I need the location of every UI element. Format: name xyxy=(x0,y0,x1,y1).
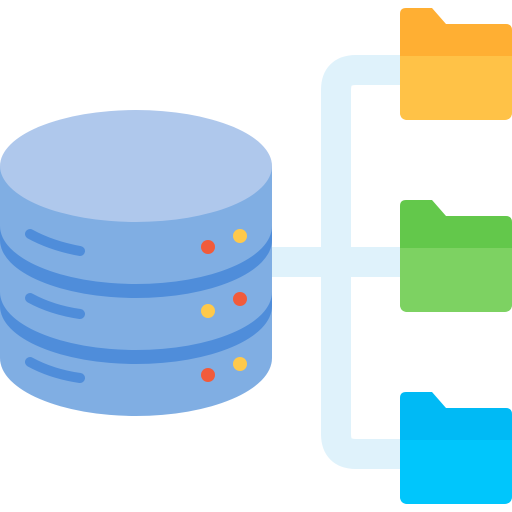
database-band-1 xyxy=(0,226,272,298)
database-server-icon xyxy=(0,110,272,416)
indicator-red-3 xyxy=(201,368,215,382)
database-slots xyxy=(25,229,85,383)
indicator-yellow-1 xyxy=(233,229,247,243)
slot-1 xyxy=(25,229,85,256)
indicator-red-2 xyxy=(233,292,247,306)
database-top xyxy=(0,110,272,222)
slot-2 xyxy=(25,293,85,319)
slot-3 xyxy=(25,357,85,383)
indicator-red-1 xyxy=(201,240,215,254)
folder-blue xyxy=(400,392,512,504)
branch-connector xyxy=(253,55,421,469)
folder-front xyxy=(400,440,512,504)
database-indicators xyxy=(201,229,247,382)
folder-front xyxy=(400,56,512,120)
connector-branch-lower xyxy=(321,262,406,469)
folder-front xyxy=(400,248,512,312)
indicator-yellow-2 xyxy=(201,304,215,318)
indicator-yellow-3 xyxy=(233,357,247,371)
database-band-2 xyxy=(0,292,272,364)
connector-branch-upper xyxy=(321,55,406,262)
folder-orange xyxy=(400,8,512,120)
folder-green xyxy=(400,200,512,312)
